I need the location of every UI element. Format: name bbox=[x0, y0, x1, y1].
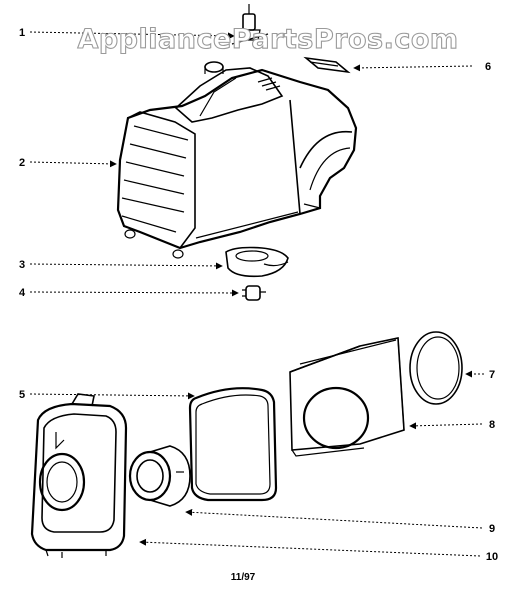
connector-clip-part bbox=[242, 285, 266, 301]
diffuser-cup-part bbox=[225, 246, 289, 278]
callout-5: 5 bbox=[19, 389, 25, 401]
front-cover-part bbox=[30, 393, 128, 558]
callout-6: 6 bbox=[485, 61, 491, 73]
callout-8: 8 bbox=[489, 419, 495, 431]
watermark-text: AppliancePartsPros.com bbox=[77, 24, 458, 55]
callout-3: 3 bbox=[19, 259, 25, 271]
date-code: 11/97 bbox=[231, 572, 256, 583]
round-cover-part bbox=[409, 331, 463, 405]
gasket-ring-part bbox=[188, 387, 278, 502]
filter-pad-part bbox=[303, 56, 351, 74]
callout-4: 4 bbox=[19, 287, 26, 299]
callout-7: 7 bbox=[489, 369, 495, 381]
callout-leaders bbox=[29, 31, 484, 557]
filter-bag-part bbox=[289, 337, 405, 457]
swivel-fitting-part bbox=[231, 4, 269, 45]
callout-1: 1 bbox=[19, 27, 25, 39]
cylinder-adapter-part bbox=[128, 445, 191, 507]
callout-10: 10 bbox=[486, 551, 498, 563]
callout-2: 2 bbox=[19, 157, 25, 169]
canister-body-part bbox=[116, 61, 358, 259]
callout-9: 9 bbox=[489, 523, 495, 535]
